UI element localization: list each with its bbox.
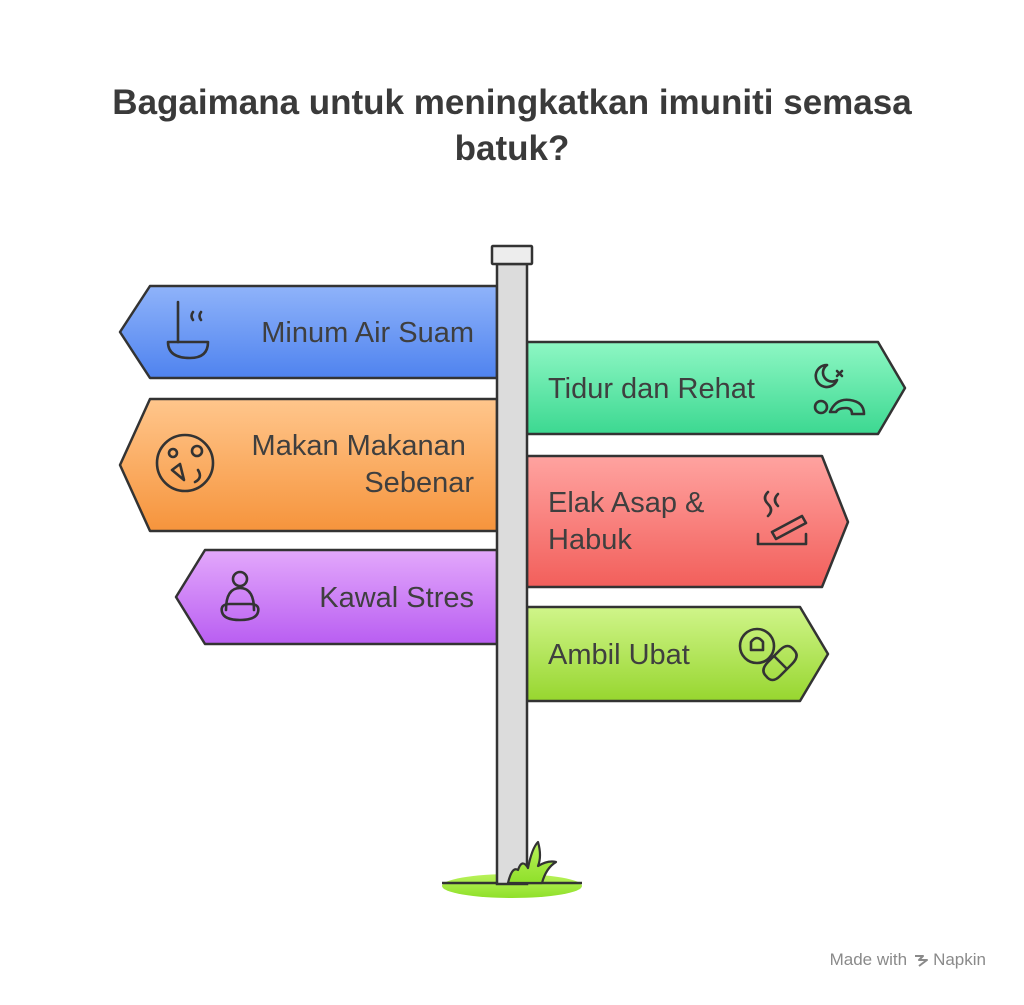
sign-label: Tidur dan Rehat xyxy=(548,373,755,405)
grass-tuft xyxy=(506,840,558,885)
sleep-icon xyxy=(813,363,866,416)
signpost-pole xyxy=(495,262,529,886)
napkin-brand-label: Napkin xyxy=(933,950,986,969)
sign-label: Minum Air Suam xyxy=(261,317,474,349)
sign-minum-air-suam: Minum Air Suam xyxy=(118,284,499,380)
sign-label: Makan Makanan Sebenar xyxy=(252,430,475,499)
sign-label-line: Makan Makanan xyxy=(252,430,466,462)
sign-label-line: Habuk xyxy=(548,524,632,556)
sign-board xyxy=(525,454,850,589)
sign-label: Ambil Ubat xyxy=(548,639,690,671)
sign-elak-asap-habuk: Elak Asap & Habuk xyxy=(525,454,850,589)
sign-label-line: Minum Air Suam xyxy=(261,317,474,349)
sign-ambil-ubat: Ambil Ubat xyxy=(525,605,830,703)
sign-label-line: Kawal Stres xyxy=(319,582,474,614)
footer-credit: Made with Napkin xyxy=(830,950,986,970)
sign-label: Elak Asap & Habuk xyxy=(548,487,712,556)
napkin-logo-icon xyxy=(915,955,929,967)
ground-shadow xyxy=(442,874,582,898)
sign-tidur-dan-rehat: Tidur dan Rehat xyxy=(525,340,907,436)
sign-label-line: Sebenar xyxy=(364,467,474,499)
sign-label: Kawal Stres xyxy=(319,582,474,614)
sign-makan-makanan-sebenar: Makan Makanan Sebenar xyxy=(118,397,499,533)
page-title: Bagaimana untuk meningkatkan imuniti sem… xyxy=(112,83,912,168)
sign-kawal-stres: Kawal Stres xyxy=(174,548,499,646)
no-smoking-icon xyxy=(756,490,808,546)
sign-label-line: Tidur dan Rehat xyxy=(548,373,755,405)
pill-icon xyxy=(738,627,798,682)
napkin-brand[interactable]: Napkin xyxy=(913,950,986,970)
meditation-icon xyxy=(220,570,260,622)
sign-label-line: Ambil Ubat xyxy=(548,639,690,671)
healthy-food-icon xyxy=(155,433,215,493)
signpost-cap xyxy=(490,244,534,266)
made-with-text: Made with xyxy=(829,950,908,969)
sign-label-line: Elak Asap & xyxy=(548,487,704,519)
ladle-icon xyxy=(166,300,210,360)
